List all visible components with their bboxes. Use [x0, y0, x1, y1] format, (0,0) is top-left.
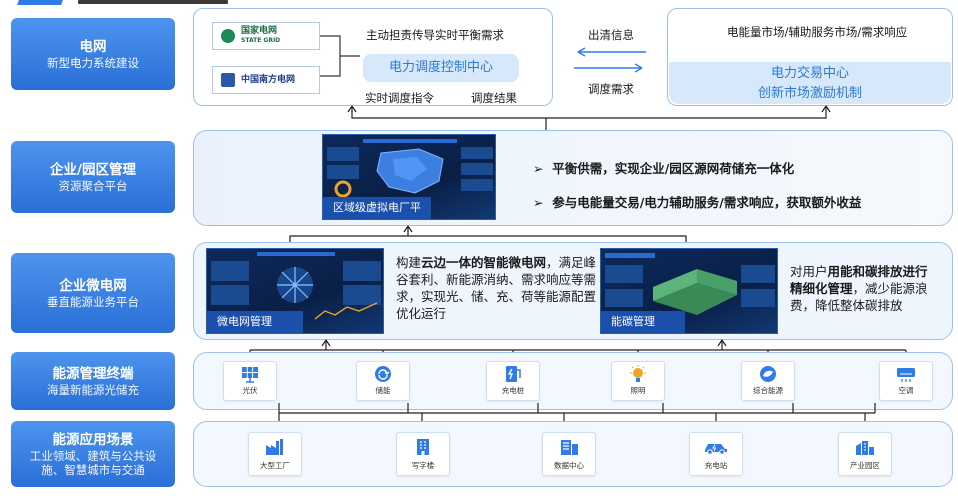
trade-center-label: 电力交易中心 [770, 66, 849, 81]
carbon-dashboard-graphic [605, 253, 775, 315]
microgrid-screenshot: 微电网管理 [206, 248, 384, 334]
scene-industrial-park[interactable]: 产业园区 [838, 432, 892, 476]
state-grid-mark-icon [221, 29, 235, 43]
trade-center-area: 电力交易中心 创新市场激励机制 [669, 62, 951, 104]
device-lighting[interactable]: 照明 [611, 361, 665, 401]
control-center-box: 电力调度控制中心 [363, 54, 519, 82]
scene-name: 数据中心 [554, 461, 584, 470]
incentive-label: 创新市场激励机制 [757, 86, 862, 101]
device-name: 充电桩 [501, 386, 525, 395]
clearing-info-label: 出清信息 [588, 28, 634, 42]
row-subtitle: 资源聚合平台 [58, 179, 128, 193]
microgrid-description: 构建云边一体的智能微电网，满足峰谷套利、新能源消纳、需求响应等需求，实现光、储、… [396, 254, 598, 322]
vpp-platform-label: 区域级虚拟电厂平台 [323, 197, 431, 219]
dispatch-result-label: 调度结果 [471, 91, 517, 105]
header-strip [0, 0, 958, 6]
factory-icon [249, 433, 301, 461]
scene-charging-station[interactable]: 充电站 [689, 432, 743, 476]
data-center-icon [543, 433, 595, 461]
charging-pile-icon [487, 362, 539, 386]
row-subtitle: 新型电力系统建设 [47, 56, 139, 70]
dispatch-command-label: 实时调度指令 [365, 91, 434, 105]
scene-factory[interactable]: 大型工厂 [248, 432, 302, 476]
microgrid-dashboard-graphic [211, 252, 381, 320]
scene-name: 写字楼 [411, 461, 435, 470]
vpp-map-graphic [327, 139, 493, 198]
air-conditioner-icon [880, 362, 932, 386]
microgrid-label: 微电网管理 [207, 311, 303, 333]
lighting-icon [612, 362, 664, 386]
device-name: 综合能源 [753, 386, 783, 395]
bullet-text: 平衡供需，实现企业/园区源网荷储充一体化 [552, 161, 795, 176]
enterprise-bullet-2: ➢ 参与电能量交易/电力辅助服务/需求响应，获取额外收益 [533, 192, 861, 211]
device-name: 空调 [898, 386, 914, 395]
device-name: 照明 [630, 386, 646, 395]
desc-rest: ，减少能源浪费，降低整体碳排放 [790, 281, 928, 313]
device-solar[interactable]: 光伏 [223, 361, 277, 401]
energy-storage-icon [357, 362, 409, 386]
csg-mark-icon [221, 73, 235, 87]
device-ac[interactable]: 空调 [879, 361, 933, 401]
device-name: 储能 [375, 386, 391, 395]
row-label-microgrid: 企业微电网 垂直能源业务平台 [11, 253, 175, 333]
devices-to-scenes-connector [278, 403, 876, 423]
row-label-scenes: 能源应用场景 工业领域、建筑与公共设施、智慧城市与交通 [11, 421, 175, 487]
logo-bracket-connector [320, 35, 360, 77]
brand-logo-icon [17, 0, 63, 5]
bullet-arrow-icon: ➢ [533, 161, 544, 176]
logo-text: 国家电网 [241, 26, 278, 36]
market-text: 电能量市场/辅助服务市场/需求响应 [727, 25, 908, 39]
row-label-grid: 电网 新型电力系统建设 [11, 18, 175, 90]
bidirectional-arrows-icon [574, 47, 646, 73]
row-subtitle: 垂直能源业务平台 [47, 295, 139, 309]
device-name: 光伏 [242, 386, 258, 395]
row-subtitle: 海量新能源光储充 [47, 383, 139, 397]
enterprise-panel [193, 130, 953, 226]
desc-prefix: 构建 [396, 255, 422, 270]
scene-name: 产业园区 [850, 461, 880, 470]
carbon-label: 能碳管理 [601, 311, 685, 333]
row-title: 企业/园区管理 [50, 162, 136, 178]
logo-text-en: STATE GRID [241, 37, 281, 44]
desc-prefix: 对用户 [790, 264, 828, 279]
csg-logo: 中国南方电网 [212, 66, 320, 94]
device-integrated[interactable]: 综合能源 [741, 361, 795, 401]
row-label-terminal: 能源管理终端 海量新能源光储充 [11, 352, 175, 410]
industrial-park-icon [839, 433, 891, 461]
devices-panel [193, 352, 953, 410]
device-charger[interactable]: 充电桩 [486, 361, 540, 401]
desc-bold: 云边一体的智能微电网 [421, 255, 547, 270]
enterprise-bullet-1: ➢ 平衡供需，实现企业/园区源网荷储充一体化 [533, 158, 794, 177]
charging-station-icon [690, 433, 742, 461]
device-storage[interactable]: 储能 [356, 361, 410, 401]
vpp-platform-screenshot: 区域级虚拟电厂平台 [322, 134, 496, 220]
logo-text: 中国南方电网 [241, 75, 296, 85]
row-title: 能源管理终端 [52, 366, 134, 382]
bullet-text: 参与电能量交易/电力辅助服务/需求响应，获取额外收益 [552, 195, 862, 210]
office-building-icon [397, 433, 449, 461]
carbon-description: 对用户用能和碳排放进行精细化管理，减少能源浪费，降低整体碳排放 [790, 263, 940, 314]
desc-bold: 用能和碳排放进行精细化管理 [790, 264, 928, 296]
dispatch-demand-label: 调度需求 [588, 82, 634, 96]
desc-rest: ，满足峰谷套利、新能源消纳、需求响应等需求，实现光、储、充、荷等能源配置优化运行 [396, 255, 597, 321]
scene-office[interactable]: 写字楼 [396, 432, 450, 476]
carbon-screenshot: 能碳管理 [600, 248, 778, 334]
header-title-cropped [78, 0, 228, 4]
row-title: 企业微电网 [59, 278, 127, 294]
solar-panel-icon [224, 362, 276, 386]
scene-name: 充电站 [704, 461, 728, 470]
row-title: 电网 [79, 39, 107, 55]
scene-datacenter[interactable]: 数据中心 [542, 432, 596, 476]
row-title: 能源应用场景 [52, 432, 134, 448]
state-grid-logo: 国家电网 STATE GRID [212, 22, 320, 50]
integrated-energy-icon [742, 362, 794, 386]
row-label-enterprise: 企业/园区管理 资源聚合平台 [11, 141, 175, 213]
scene-name: 大型工厂 [260, 461, 290, 470]
row-subtitle: 工业领域、建筑与公共设施、智慧城市与交通 [29, 449, 157, 477]
bullet-arrow-icon: ➢ [533, 195, 544, 210]
top-balance-text: 主动担责传导实时平衡需求 [366, 28, 504, 42]
